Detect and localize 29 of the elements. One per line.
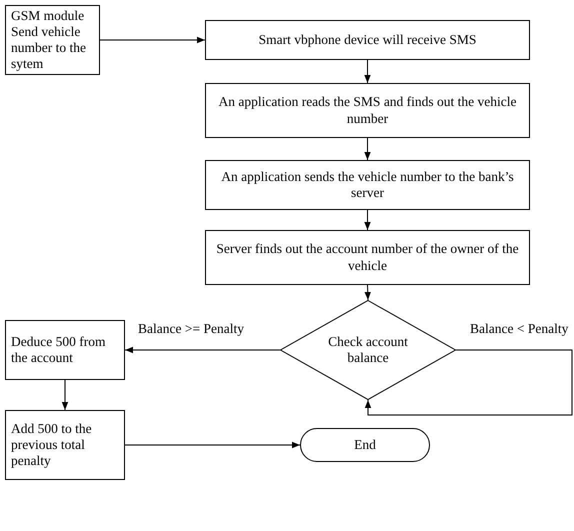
node-text: GSM module Send vehicle number to the sytem	[11, 8, 87, 72]
process-box	[205, 20, 530, 60]
process-box	[5, 410, 125, 480]
process-box	[5, 320, 125, 380]
process-box	[205, 83, 530, 138]
node-text: Smart vbphone device will receive SMS	[258, 32, 476, 48]
node-text: Add 500 to the previous total penalty	[11, 420, 93, 470]
arrow	[364, 350, 572, 416]
node-text: An application sends the vehicle number to the bank’s server	[220, 168, 515, 202]
arrow	[124, 346, 280, 354]
node-text: Check account balance	[327, 334, 409, 366]
node-text: End	[354, 436, 376, 454]
arrow	[100, 36, 206, 44]
terminal-pill	[300, 428, 430, 462]
node-text: An application reads the SMS and finds out the vehicle number	[217, 94, 518, 127]
arrow	[364, 210, 371, 230]
arrow	[364, 284, 371, 300]
node-text: Deduce 500 from the account	[11, 334, 106, 366]
process-box	[5, 5, 100, 75]
arrow	[364, 138, 371, 160]
edge-label: Balance < Penalty	[468, 321, 570, 337]
decision-diamond	[280, 300, 456, 400]
node-text: Server finds out the account number of the owner of the vehicle	[215, 241, 520, 274]
edge-label: Balance >= Penalty	[136, 321, 246, 337]
process-box	[205, 160, 530, 210]
arrow	[62, 380, 68, 410]
arrow	[124, 442, 300, 448]
process-box	[205, 230, 530, 285]
arrow	[364, 60, 371, 84]
